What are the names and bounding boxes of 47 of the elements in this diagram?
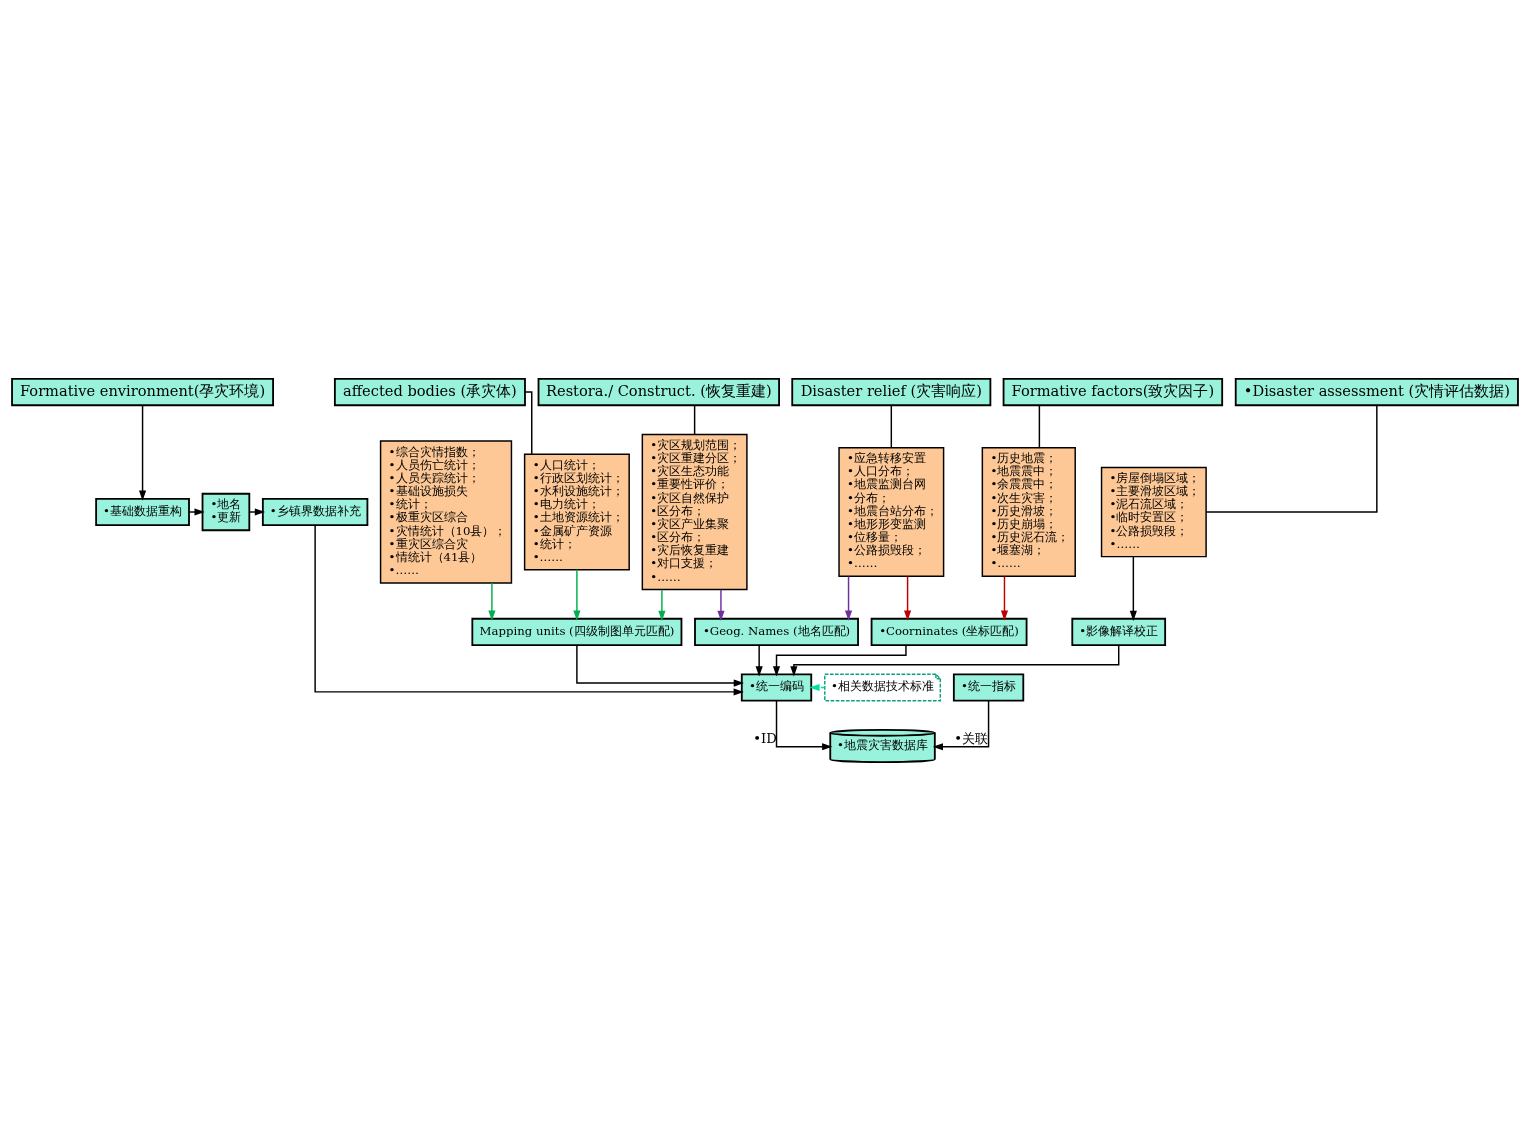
- connector: [693, 404, 696, 435]
- node-box: •统一编码: [740, 672, 813, 702]
- connector: [1205, 404, 1378, 513]
- arrow: [717, 588, 725, 621]
- arrow: [755, 643, 763, 676]
- connector: [1038, 404, 1041, 448]
- connector: [890, 404, 893, 448]
- node-box: •Geog. Names (地名匹配): [694, 617, 859, 646]
- node-box: •灾区规划范围； •灾区重建分区； •灾区生态功能 •重要性评价； •灾区自然保护 •区分布； •灾区产业集聚 •区分布； •灾后恢复重建 •对口支援； •……: [641, 433, 748, 590]
- arrow: [573, 568, 581, 621]
- node-box: •基础数据重构: [95, 497, 190, 526]
- node-box: •历史地震； •地震震中； •余震震中； •次生灾害； •历史滑坡； •历史崩塌； •历史泥石流； •堰塞湖； •……: [981, 446, 1076, 577]
- arrow: [932, 699, 990, 750]
- node-box: •影像解译校正: [1071, 617, 1167, 646]
- arrow: [1000, 575, 1009, 621]
- arrow: [576, 643, 744, 687]
- node-box: •人口统计； •行政区划统计； •水利设施统计； •电力统计； •土地资源统计； •金属矿产资源 •统计； •……: [523, 453, 630, 570]
- node-box: Formative environment(孕灾环境): [11, 377, 274, 406]
- node-box: Mapping units (四级制图单元匹配): [471, 617, 683, 646]
- node-box: •房屋倒塌区域； •主要滑坡区域； •泥石流区域； •临时安置区； •公路损毁段； •……: [1100, 466, 1207, 557]
- node-box: •地名 •更新: [201, 492, 251, 531]
- arrow: [772, 644, 907, 676]
- edge-label: •ID: [753, 730, 777, 746]
- node-box: affected bodies (承灾体): [333, 377, 526, 406]
- arrow: [790, 643, 1120, 676]
- connector: [524, 390, 533, 455]
- arrow: [809, 683, 826, 691]
- arrow: [488, 581, 496, 621]
- node-box: •应急转移安置 •人口分布； •地震监测台网 •分布； •地震台站分布； •地形形变监测 •位移量； •公路损毁段； •……: [838, 446, 945, 577]
- arrow: [1129, 555, 1137, 621]
- node-box: •乡镇界数据补充: [261, 497, 369, 526]
- node-box: •统一指标: [952, 672, 1025, 702]
- node-box: •Coorninates (坐标匹配): [870, 617, 1028, 646]
- arrow: [188, 507, 205, 516]
- node-box: •综合灾情指数； •人员伤亡统计； •人员失踪统计； •基础设施损失 •统计； •极重灾区综合 •灾情统计（10县）； •重灾区综合灾 •情统计（41县） •……: [379, 439, 513, 584]
- node-box: Restora./ Construct. (恢复重建): [537, 377, 780, 406]
- arrow: [775, 699, 833, 750]
- node-box: Disaster relief (灾害响应): [791, 377, 992, 406]
- arrow: [314, 524, 744, 695]
- arrow: [658, 588, 666, 621]
- arrow: [904, 575, 912, 621]
- edge-label: •关联: [954, 730, 988, 746]
- arrow: [248, 507, 266, 516]
- arrow: [138, 404, 147, 501]
- arrow: [844, 575, 853, 621]
- node-box: •Disaster assessment (灾情评估数据): [1234, 377, 1519, 406]
- node-box: Formative factors(致灾因子): [1002, 377, 1224, 406]
